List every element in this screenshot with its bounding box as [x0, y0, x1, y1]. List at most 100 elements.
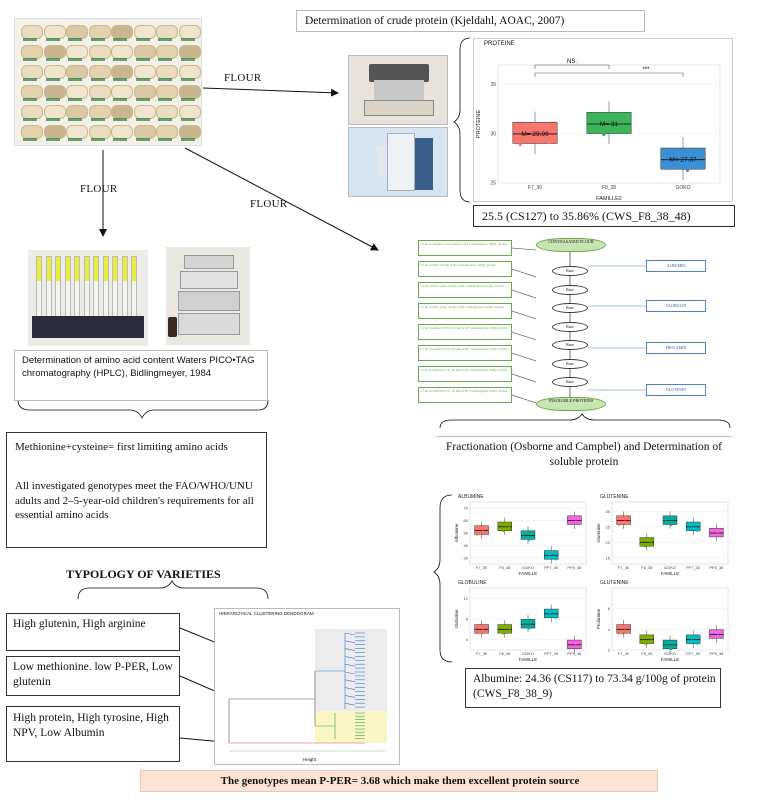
sample-label [158, 118, 172, 121]
step-connector [511, 352, 537, 362]
requirements-finding: All investigated genotypes meet the FAO/… [15, 480, 254, 521]
box-F8_38 [497, 521, 513, 531]
box-PF7_30 [543, 608, 559, 618]
y-tick-label: 6 [608, 606, 611, 611]
seed-sample [88, 65, 111, 79]
data-point [537, 134, 542, 138]
data-point [696, 643, 699, 646]
flowchart-end-node: INSOLUBLE PROTEINS [536, 397, 606, 411]
seed-sample [133, 65, 156, 79]
step-connector [511, 247, 537, 251]
seed-sample [111, 85, 133, 99]
y-tick-label: 35 [490, 82, 496, 88]
sample-label [113, 78, 127, 81]
y-tick-label: 4 [608, 627, 611, 632]
sample-label [45, 118, 60, 121]
branch [344, 687, 356, 690]
data-point [650, 639, 653, 642]
sample-tube [102, 256, 109, 318]
step-connector [511, 373, 537, 383]
data-point [602, 133, 606, 137]
data-point [623, 629, 626, 632]
significance-label: *** [642, 67, 650, 73]
data-point [673, 517, 676, 520]
sample-label [23, 138, 37, 141]
data-point [502, 530, 505, 533]
sample-label [90, 38, 105, 41]
seed-sample [21, 45, 43, 59]
significance-bracket [534, 72, 684, 77]
data-point [485, 631, 488, 634]
mean-label: M= 27.37 [669, 157, 697, 164]
extraction-step: 1.5 ml of NaCl (1M), 30 min at RT Centri… [418, 282, 512, 298]
sample-label [45, 38, 60, 41]
sample-label [180, 58, 195, 61]
data-point [713, 528, 716, 531]
y-axis-title: Albumine [454, 523, 459, 542]
sample-tube [121, 256, 128, 318]
data-point [548, 611, 551, 614]
extraction-step: 1.5 ml of ethanol (70%), 30 min at RT Ce… [418, 324, 512, 340]
x-tick-label: PF8_38 [567, 651, 582, 656]
data-point [551, 556, 554, 559]
crude-protein-result: 25.5 (CS127) to 35.86% (CWS_F8_38_48) [482, 209, 691, 223]
hplc-instrument-photo [166, 247, 250, 345]
y-tick-label: 8 [466, 617, 469, 622]
step-connector [511, 331, 537, 341]
y-tick-label: 25 [490, 181, 496, 187]
branch [344, 695, 356, 698]
albumin-result-text: Albumine: 24.36 (CS117) to 73.34 g/100g … [473, 673, 716, 700]
x-axis-title: FAMILLE2 [596, 196, 622, 201]
x-tick-label: PF8_38 [567, 565, 582, 570]
seed-sample [66, 125, 88, 139]
seed-sample [178, 85, 201, 99]
seed-sample [43, 105, 66, 119]
residue-node: Rase [552, 303, 588, 313]
kjeldahl-distiller-photo [348, 127, 448, 197]
data-point [647, 636, 650, 639]
x-tick-label: F8_38 [602, 185, 616, 191]
group-3-text: High protein, High tyrosine, High NPV, L… [13, 712, 169, 739]
data-point [647, 539, 650, 542]
seed-sample [21, 65, 43, 79]
sample-label [135, 118, 150, 121]
seed-sample [66, 85, 88, 99]
seed-sample [88, 105, 111, 119]
branch [344, 679, 356, 683]
extraction-step: 1.5 ml of ethanol (70%), 30 min at RT Ce… [418, 345, 512, 361]
box-F8_38 [586, 112, 632, 134]
data-point [528, 538, 531, 541]
x-tick-label: F7_30 [476, 565, 488, 570]
data-point [664, 642, 667, 645]
sample-label [113, 38, 127, 41]
typology-title: TYPOLOGY OF VARIETIES [66, 567, 221, 581]
x-tick-label: PF7_30 [544, 651, 559, 656]
seed-sample [43, 125, 66, 139]
residue-node: Rase [552, 377, 588, 387]
seed-sample [156, 105, 178, 119]
data-point [621, 124, 625, 128]
seed-sample [21, 25, 43, 39]
data-point [620, 626, 623, 629]
box-PF8_38 [709, 629, 724, 639]
sample-label [135, 58, 150, 61]
seed-sample [133, 25, 156, 39]
step-connector [511, 268, 537, 278]
data-point [522, 622, 525, 625]
data-point [627, 523, 630, 526]
x-tick-label: PF7_30 [686, 565, 701, 570]
x-tick-label: GOKO [664, 565, 676, 570]
data-point [525, 624, 528, 627]
seed-sample [178, 65, 201, 79]
crude-protein-title-box: Determination of crude protein (Kjeldahl… [296, 10, 645, 32]
data-point [505, 626, 508, 629]
sample-label [45, 98, 60, 101]
y-tick-label: 30 [490, 131, 496, 137]
seed-sample [111, 125, 133, 139]
data-point [676, 162, 680, 166]
sample-label [90, 138, 105, 141]
